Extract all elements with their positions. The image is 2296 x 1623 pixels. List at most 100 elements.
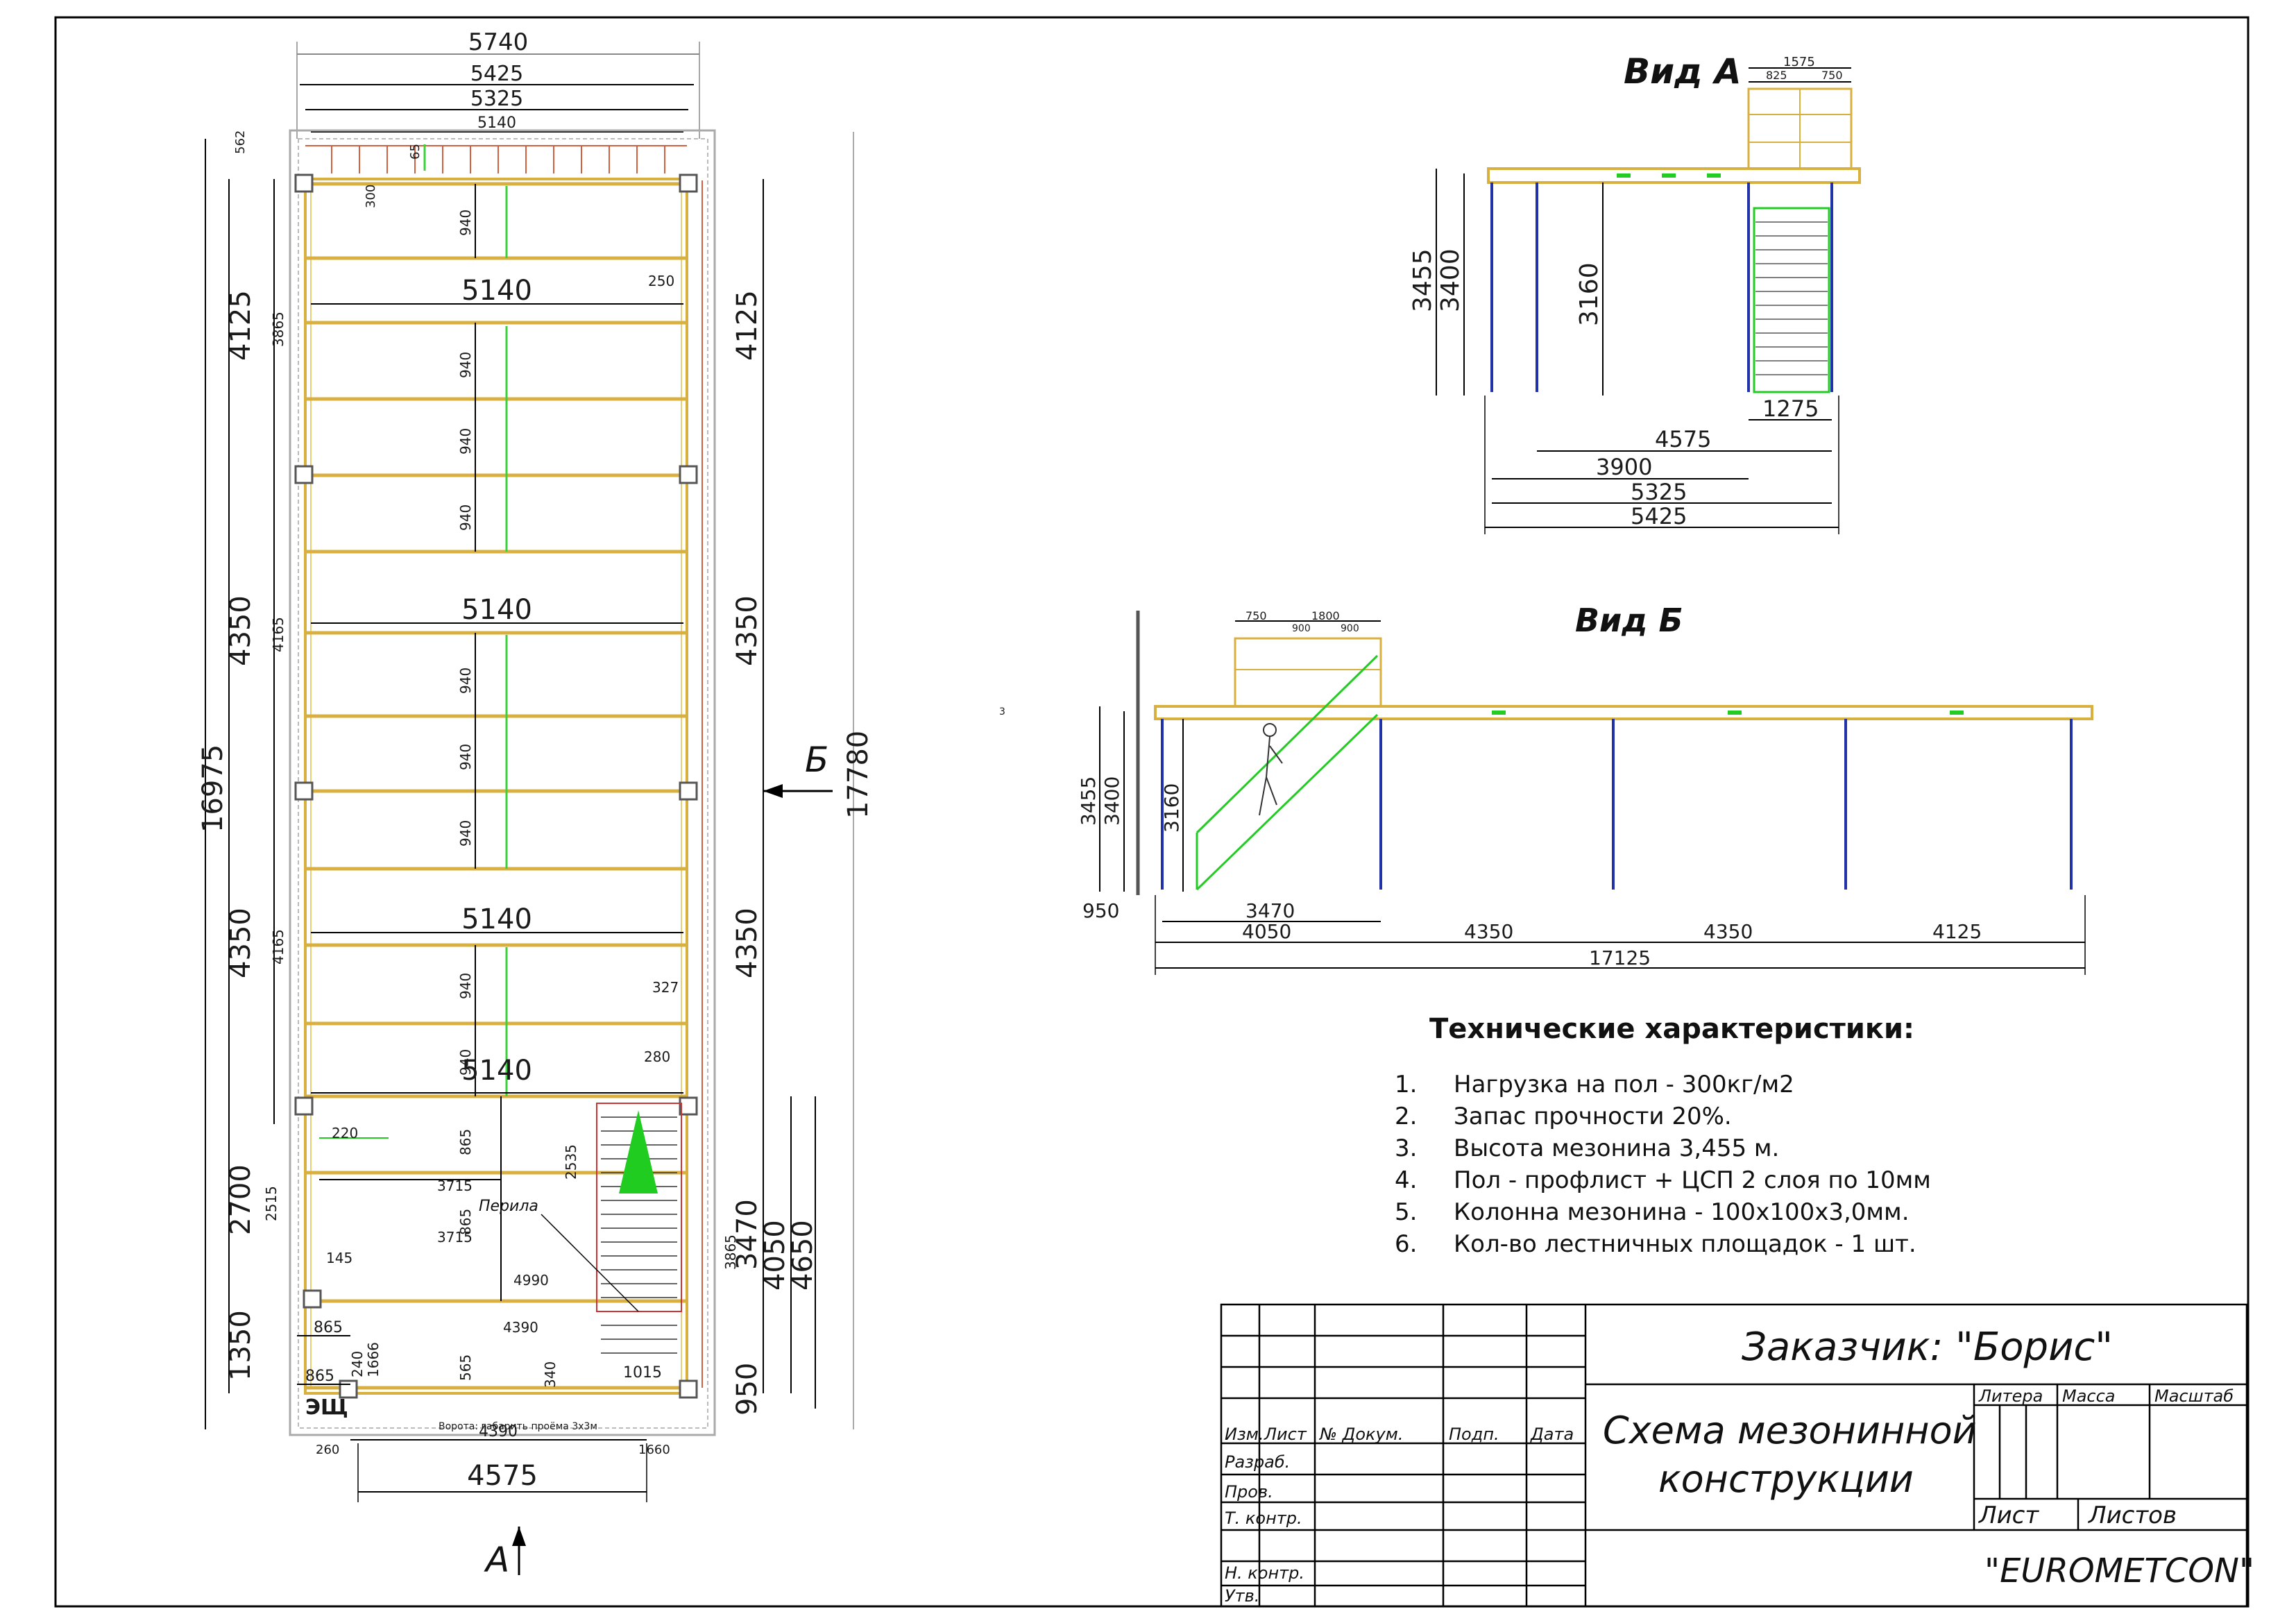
spec-item: 6.Кол-во лестничных площадок - 1 шт. xyxy=(1395,1228,1931,1260)
plan-left-4350-b: 4350 xyxy=(225,908,257,978)
spec-num: 3. xyxy=(1395,1135,1418,1162)
view-a-w-3900: 3900 xyxy=(1596,454,1652,480)
plan-gate-note: Ворота: габарить проёма 3х3м xyxy=(439,1421,597,1432)
tb-tkontr: Т. контр. xyxy=(1225,1509,1302,1528)
spec-item: 1. Нагрузка на пол - 300кг/м2 xyxy=(1395,1069,1931,1101)
view-a-w-5325: 5325 xyxy=(1631,479,1687,505)
view-b-h-3400: 3400 xyxy=(1100,776,1123,826)
sheet-frame xyxy=(54,16,2250,1608)
plan-left-inner-4165-b: 4165 xyxy=(270,929,287,965)
specs-list: 1.Нагрузка на пол - 300кг/м2 2.Запас про… xyxy=(1395,1069,1931,1260)
plan-right-4050: 4050 xyxy=(759,1220,791,1291)
view-b: Вид Б 750 1800 900 900 xyxy=(999,602,2093,975)
plan-dim-562: 562 xyxy=(233,130,248,154)
plan-perila-label: Перила xyxy=(479,1198,538,1215)
view-a-h-3455: 3455 xyxy=(1409,248,1437,312)
view-b-w-950: 950 xyxy=(1082,899,1119,922)
view-b-dim-900-b: 900 xyxy=(1341,623,1359,634)
plan-left-4125: 4125 xyxy=(225,290,257,361)
plan-dim-5740: 5740 xyxy=(468,28,529,56)
view-a: Вид А 1575 825 750 xyxy=(1409,51,1861,534)
spec-num: 2. xyxy=(1395,1103,1418,1130)
plan-dim-220: 220 xyxy=(332,1125,358,1141)
plan-stair: Перила 2535 xyxy=(479,1103,682,1354)
view-b-dim-1800: 1800 xyxy=(1311,609,1340,622)
plan-right-17780: 17780 xyxy=(842,731,874,819)
plan-left-inner-4165-a: 4165 xyxy=(270,617,287,652)
plan-dim-250: 250 xyxy=(648,273,674,289)
drawing-title-line2: конструкции xyxy=(1658,1457,1914,1501)
plan-dim-865-b: 865 xyxy=(457,1209,474,1235)
scale-person-figure xyxy=(1259,723,1283,816)
plan-wall-outline xyxy=(289,129,716,1436)
plan-dim-565: 565 xyxy=(457,1354,474,1381)
view-b-dim-900-a: 900 xyxy=(1292,623,1311,634)
spec-num: 5. xyxy=(1395,1198,1418,1226)
plan-left-total-16975: 16975 xyxy=(197,745,229,833)
view-b-w-3470: 3470 xyxy=(1245,899,1295,922)
view-b-h-3160: 3160 xyxy=(1160,783,1183,833)
plan-dim-865-a: 865 xyxy=(457,1129,474,1155)
view-a-w-1275: 1275 xyxy=(1762,396,1819,422)
plan-left-4350-a: 4350 xyxy=(225,595,257,666)
plan-dim-1015: 1015 xyxy=(623,1364,662,1382)
spec-num: 6. xyxy=(1395,1230,1418,1258)
plan-left-inner-3865: 3865 xyxy=(270,312,287,347)
view-b-span-4125: 4125 xyxy=(1932,920,1982,943)
drawing-title-line1: Схема мезонинной xyxy=(1603,1409,1977,1452)
plan-span-5140-4: 5140 xyxy=(461,1055,532,1087)
view-b-span-4350-a: 4350 xyxy=(1464,920,1513,943)
plan-right-3470: 3470 xyxy=(731,1199,763,1270)
plan-joist-940-3: 940 xyxy=(457,428,474,454)
plan-dim-327: 327 xyxy=(652,979,679,996)
view-b-h-3455: 3455 xyxy=(1077,776,1100,826)
plan-left-inner-2515: 2515 xyxy=(263,1186,280,1221)
title-block xyxy=(1220,1303,2248,1608)
spec-text: Колонна мезонина - 100х100х3,0мм. xyxy=(1454,1198,1910,1226)
plan-dim-240: 240 xyxy=(349,1351,366,1377)
plan-dim-300: 300 xyxy=(364,185,378,208)
section-b-label: Б xyxy=(805,740,828,780)
view-a-w-4575: 4575 xyxy=(1655,426,1711,452)
spec-text: Высота мезонина 3,455 м. xyxy=(1454,1135,1780,1162)
plan-dim-3715-b: 3715 xyxy=(437,1229,473,1246)
plan-right-3865: 3865 xyxy=(722,1234,739,1270)
plan-dim-5425: 5425 xyxy=(470,62,523,86)
spec-item: 3. Высота мезонина 3,455 м. xyxy=(1395,1132,1931,1164)
plan-joist-940-4: 940 xyxy=(457,504,474,531)
view-a-dim-1575: 1575 xyxy=(1783,55,1815,69)
tb-masshtab: Масштаб xyxy=(2154,1386,2234,1406)
view-a-title: Вид А xyxy=(1624,51,1742,92)
plan-span-5140-2: 5140 xyxy=(461,594,532,626)
view-b-span-4050: 4050 xyxy=(1242,920,1291,943)
spec-item: 4.Пол - профлист + ЦСП 2 слоя по 10мм xyxy=(1395,1164,1931,1196)
plan-dim-65: 65 xyxy=(408,144,423,160)
plan-eshch-label: ЭЩ xyxy=(305,1395,348,1420)
plan-right-950: 950 xyxy=(731,1363,763,1416)
tb-nkontr: Н. контр. xyxy=(1225,1563,1304,1583)
view-a-dim-825: 825 xyxy=(1766,69,1787,82)
plan-joist-940-7: 940 xyxy=(457,820,474,847)
view-b-total-17125: 17125 xyxy=(1589,946,1651,969)
company-name: "EUROMETCON" xyxy=(1984,1552,2254,1590)
plan-dim-1660: 1660 xyxy=(638,1443,670,1457)
spec-text: Нагрузка на пол - 300кг/м2 xyxy=(1454,1071,1794,1098)
spec-num: 1. xyxy=(1395,1071,1418,1098)
plan-dim-5140-top: 5140 xyxy=(477,114,516,132)
stair-direction-arrow xyxy=(619,1110,658,1193)
view-a-w-5425: 5425 xyxy=(1631,503,1687,529)
plan-dim-280: 280 xyxy=(644,1048,670,1065)
view-b-title: Вид Б xyxy=(1575,602,1683,639)
plan-joist-940-8: 940 xyxy=(457,973,474,999)
tb-date: Дата xyxy=(1530,1425,1574,1444)
specs-title: Технические характеристики: xyxy=(1429,1013,1915,1045)
plan-dim-4390-bottom: 4390 xyxy=(479,1423,518,1441)
plan-dim-865-d: 865 xyxy=(305,1368,334,1385)
plan-dim-4575: 4575 xyxy=(467,1460,538,1492)
plan-span-5140-1: 5140 xyxy=(461,275,532,307)
tb-utv: Утв. xyxy=(1225,1586,1259,1606)
plan-right-4650: 4650 xyxy=(787,1220,819,1291)
tb-list: Лист xyxy=(1264,1425,1307,1444)
plan-right-4350-b: 4350 xyxy=(731,908,763,978)
tb-prov: Пров. xyxy=(1225,1482,1273,1502)
